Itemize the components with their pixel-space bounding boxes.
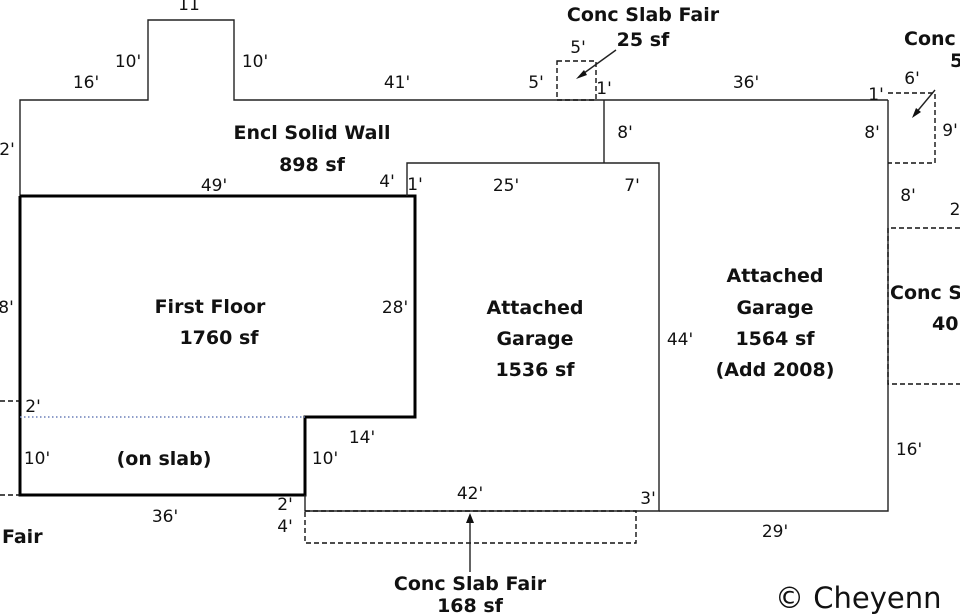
garage1-title-2: Garage bbox=[496, 328, 573, 350]
first-floor-title: First Floor bbox=[155, 296, 266, 318]
dim-label: 10' bbox=[115, 52, 141, 72]
slab-bottom-title: Conc Slab Fair bbox=[394, 573, 547, 595]
encl-wall-title: Encl Solid Wall bbox=[233, 122, 390, 144]
dim-label: 2' bbox=[25, 397, 41, 417]
dim-label: 2' bbox=[277, 495, 293, 515]
dim-label: 11 bbox=[178, 0, 200, 15]
dim-label: 36' bbox=[152, 507, 178, 527]
dim-label: 8' bbox=[900, 186, 916, 206]
dim-label: 49' bbox=[201, 176, 227, 196]
slab-top-title: Conc Slab Fair bbox=[567, 4, 720, 26]
callout-top-arrow bbox=[576, 70, 587, 79]
dim-label: 7' bbox=[624, 176, 640, 196]
dim-label: 6' bbox=[904, 69, 920, 89]
dim-label: 1' bbox=[868, 85, 884, 105]
dim-label: 5' bbox=[570, 38, 586, 58]
callout-right-arrow bbox=[912, 108, 921, 118]
dim-label: 16' bbox=[896, 440, 922, 460]
dim-label: 41' bbox=[384, 73, 410, 93]
encl-wall-area: 898 sf bbox=[279, 154, 346, 176]
dim-label: 9' bbox=[942, 121, 958, 141]
dim-label: 3' bbox=[640, 489, 656, 509]
dim-label: 1' bbox=[596, 79, 612, 99]
slab-right-mid-partial: Conc S bbox=[890, 282, 960, 304]
garage2-title-2: Garage bbox=[736, 297, 813, 319]
dim-label: 16' bbox=[73, 73, 99, 93]
garage2-area: 1564 sf bbox=[735, 328, 815, 350]
slab-right-mid-partial-area: 40 bbox=[932, 313, 958, 335]
dim-label: 42' bbox=[457, 484, 483, 504]
dim-label: 10' bbox=[312, 449, 338, 469]
slab-top-area: 25 sf bbox=[617, 29, 670, 51]
on-slab-label: (on slab) bbox=[117, 448, 212, 470]
dim-label: 28' bbox=[382, 298, 408, 318]
dim-label: 14' bbox=[349, 428, 375, 448]
copyright-watermark: © Cheyenn bbox=[775, 581, 941, 615]
slab-right-partial: Conc bbox=[904, 28, 956, 50]
dim-label: 8' bbox=[864, 123, 880, 143]
dim-label: 5' bbox=[528, 73, 544, 93]
dim-label: 4' bbox=[277, 517, 293, 537]
dim-label: 8' bbox=[617, 123, 633, 143]
first-floor-area: 1760 sf bbox=[179, 327, 259, 349]
dim-label: 36' bbox=[733, 73, 759, 93]
conc-slab-top bbox=[556, 60, 597, 101]
slab-bottom-area: 168 sf bbox=[437, 595, 504, 615]
dim-label: 2 bbox=[950, 200, 960, 220]
callout-top-line bbox=[579, 49, 617, 77]
garage2-title-1: Attached bbox=[727, 265, 824, 287]
dim-label: 4' bbox=[379, 172, 395, 192]
dim-label: 8' bbox=[0, 298, 14, 318]
dim-label: 29' bbox=[762, 522, 788, 542]
dim-label: 1' bbox=[407, 175, 423, 195]
callout-bottom-arrow bbox=[466, 513, 474, 523]
dim-label: 10' bbox=[24, 449, 50, 469]
dim-label: 25' bbox=[493, 176, 519, 196]
garage2-note: (Add 2008) bbox=[716, 359, 835, 381]
dim-label: 10' bbox=[242, 52, 268, 72]
garage1-title-1: Attached bbox=[487, 297, 584, 319]
garage1-area: 1536 sf bbox=[495, 359, 575, 381]
attached-garage-outline bbox=[304, 162, 660, 512]
dim-label: 2' bbox=[0, 140, 15, 160]
conc-slab-right-top bbox=[888, 92, 936, 164]
slab-right-partial-area: 5 bbox=[950, 50, 960, 72]
slab-left-partial: Fair bbox=[2, 526, 43, 548]
encl-wall-outline bbox=[19, 19, 888, 196]
dim-label: 44' bbox=[667, 330, 693, 350]
conc-slab-right-mid bbox=[887, 227, 960, 385]
